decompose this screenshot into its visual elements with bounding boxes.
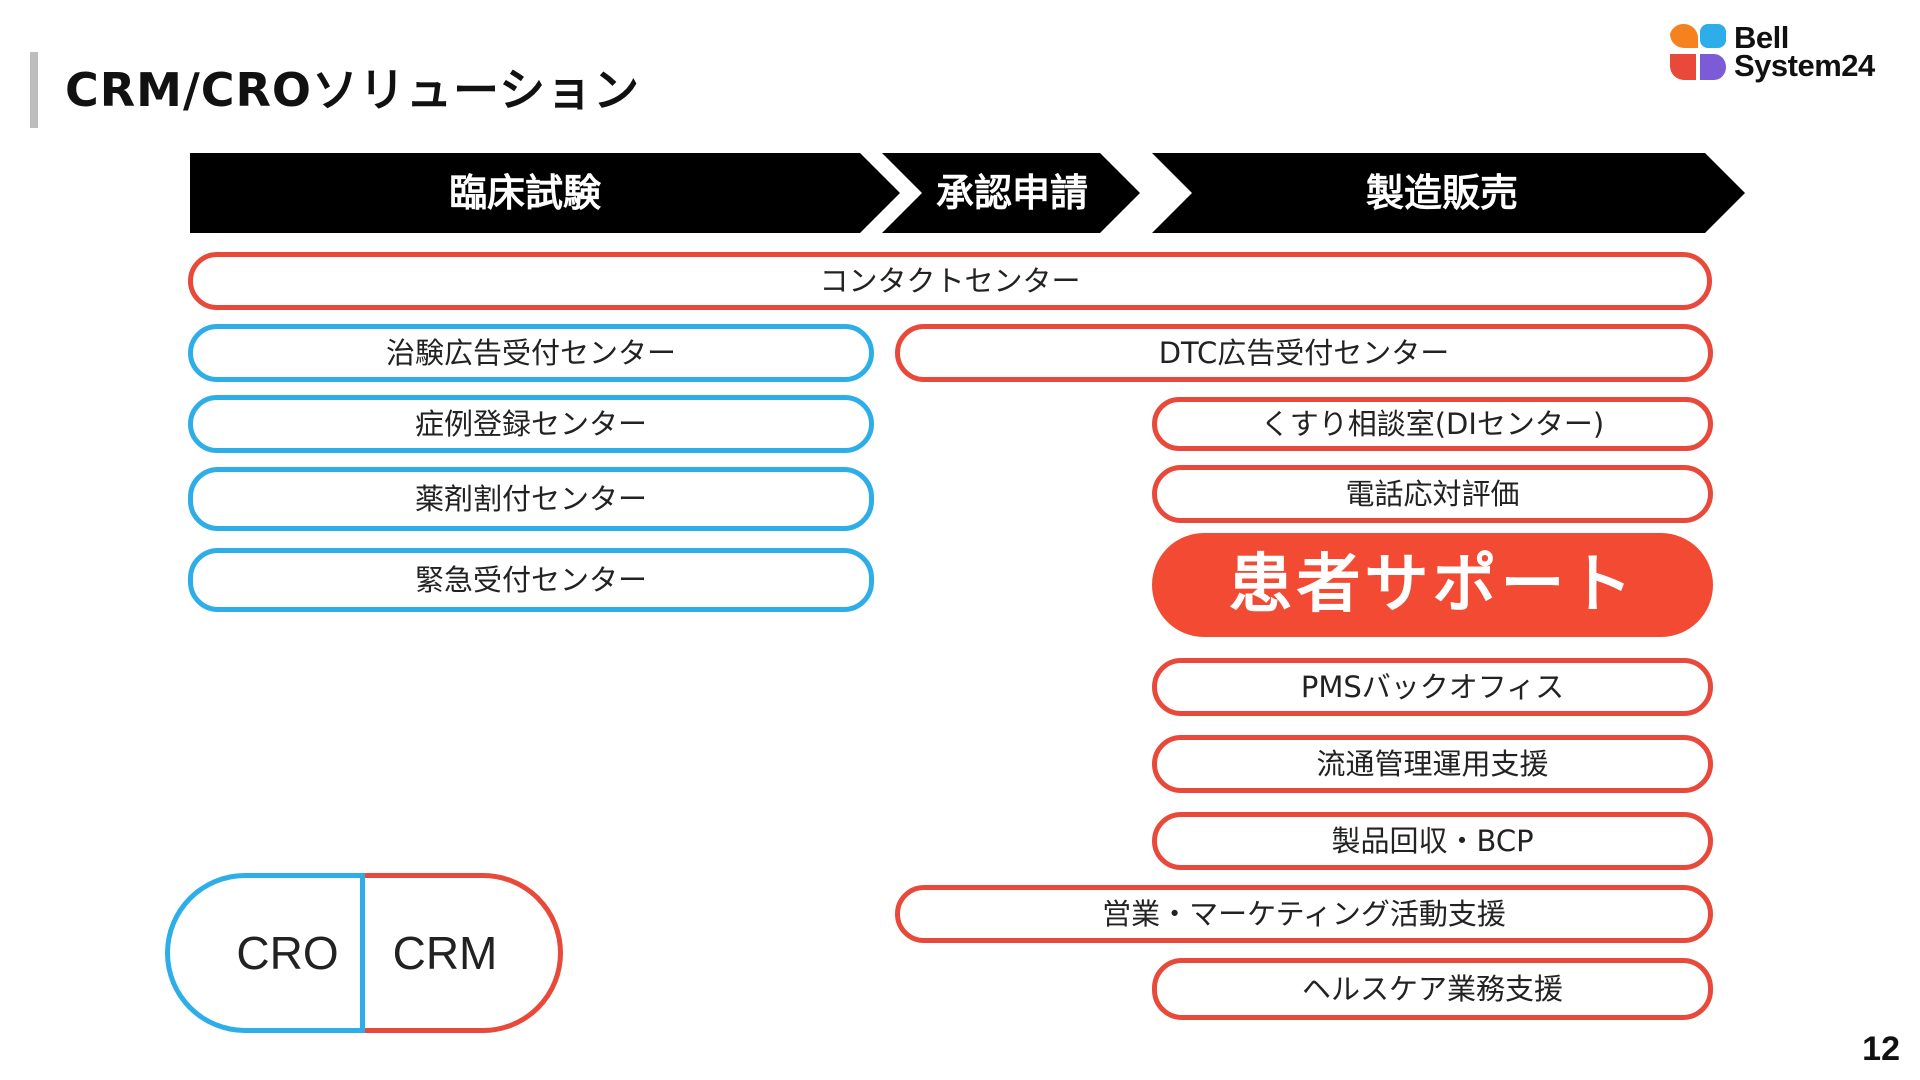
company-logo: Bell System24 [1670, 22, 1900, 84]
logo-mark-icon [1670, 24, 1726, 80]
product-recall-bcp-pill: 製品回収・BCP [1152, 812, 1713, 870]
stage-clinical-trial: 臨床試験 [448, 171, 601, 215]
stage-arrow-manufacturing [1152, 153, 1745, 233]
patient-support-highlight: 患者サポート [1152, 533, 1713, 637]
clinical-ad-reception-pill: 治験広告受付センター [188, 324, 874, 382]
page-title: CRM/CROソリューション [65, 63, 641, 117]
logo-wordmark: Bell System24 [1734, 20, 1904, 83]
dtc-ad-reception-pill: DTC広告受付センター [895, 324, 1713, 382]
sales-marketing-support-pill: 営業・マーケティング活動支援 [895, 885, 1713, 943]
process-banner: 臨床試験 承認申請 製造販売 [190, 153, 1745, 233]
healthcare-support-pill: ヘルスケア業務支援 [1152, 958, 1713, 1020]
legend-crm-half [360, 873, 563, 1033]
distribution-management-pill: 流通管理運用支援 [1152, 735, 1713, 793]
case-registration-pill: 症例登録センター [188, 395, 874, 453]
cro-crm-legend: CRO CRM [165, 873, 563, 1033]
page-number: 12 [1862, 1030, 1900, 1068]
title-accent-bar [30, 52, 38, 128]
stage-approval-application: 承認申請 [935, 171, 1088, 215]
stage-arrow-clinical [190, 153, 900, 233]
process-arrows [190, 153, 1745, 233]
logo-line-1: Bell [1734, 20, 1789, 55]
logo-line-2: System24 [1734, 48, 1875, 83]
contact-center-pill: コンタクトセンター [188, 252, 1712, 310]
phone-response-evaluation-pill: 電話応対評価 [1152, 465, 1713, 523]
stage-arrow-approval [882, 153, 1140, 233]
legend-divider [360, 873, 365, 1033]
legend-cro-half [165, 873, 365, 1033]
emergency-reception-pill: 緊急受付センター [188, 548, 874, 612]
legend-crm-label: CRM [392, 927, 498, 979]
pms-back-office-pill: PMSバックオフィス [1152, 658, 1713, 716]
legend-cro-label: CRO [236, 927, 339, 979]
drug-allocation-pill: 薬剤割付センター [188, 467, 874, 531]
stage-manufacturing-sales: 製造販売 [1365, 171, 1518, 215]
drug-information-center-pill: くすり相談室(DIセンター) [1152, 397, 1713, 451]
